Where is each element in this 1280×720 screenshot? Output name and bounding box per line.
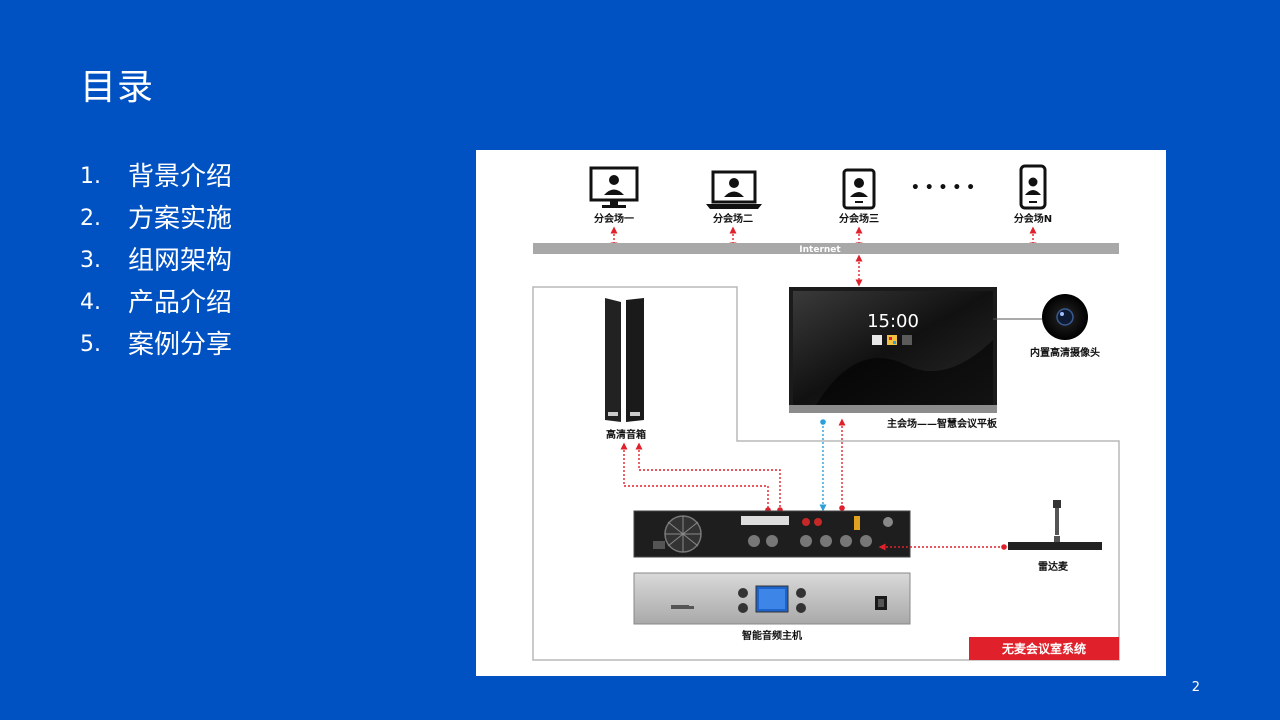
- system-badge-text: 无麦会议室系统: [1001, 641, 1086, 656]
- venue-ellipsis: • • • • •: [911, 180, 975, 196]
- room-outline: [532, 286, 1120, 661]
- toc-item-number: 2.: [80, 206, 101, 231]
- main-venue-label: 主会场——智慧会议平板: [887, 417, 998, 430]
- toc-item-number: 4.: [80, 290, 101, 315]
- internet-label: Internet: [799, 245, 841, 255]
- venue-tablet-icon: [842, 168, 876, 210]
- table-of-contents: 1. 背景介绍 2. 方案实施 3. 组网架构 4. 产品介绍 5. 案例分享: [80, 156, 232, 366]
- toc-item[interactable]: 1. 背景介绍: [80, 156, 232, 198]
- slide-title: 目录: [80, 67, 155, 108]
- toc-item-number: 1.: [80, 164, 101, 189]
- system-diagram: 分会场一 分会场二 分会场三 • • • • • 分会场N: [476, 150, 1166, 676]
- radar-mic-icon: [1008, 500, 1102, 550]
- toc-item-label: 背景介绍: [128, 162, 233, 192]
- page-number: 2: [1191, 680, 1200, 695]
- host-label: 智能音频主机: [742, 629, 802, 642]
- toc-item-label: 产品介绍: [128, 288, 233, 318]
- toc-item[interactable]: 3. 组网架构: [80, 240, 232, 282]
- speaker-icon: [605, 298, 644, 422]
- toc-item[interactable]: 5. 案例分享: [80, 324, 232, 366]
- internet-bar: [533, 243, 1119, 254]
- toc-item[interactable]: 4. 产品介绍: [80, 282, 232, 324]
- smart-conference-panel: 15:00: [789, 287, 997, 413]
- venue-label: 分会场一: [594, 212, 634, 225]
- toc-item-label: 方案实施: [128, 204, 233, 234]
- mic-label: 雷达麦: [1038, 560, 1069, 573]
- system-badge: [969, 637, 1119, 660]
- audio-host-unit: [633, 572, 911, 625]
- venue-label: 分会场N: [1014, 212, 1052, 225]
- venue-label: 分会场二: [713, 212, 753, 225]
- panel-clock: 15:00: [867, 311, 919, 332]
- toc-item-number: 5.: [80, 332, 101, 357]
- speaker-link: [635, 442, 783, 513]
- toc-item-number: 3.: [80, 248, 101, 273]
- toc-item-label: 案例分享: [128, 330, 233, 360]
- venue-phone-icon: [1019, 164, 1047, 210]
- venue-laptop-icon: [706, 170, 762, 209]
- speaker-link: [620, 442, 771, 513]
- speaker-label: 高清音箱: [606, 428, 646, 441]
- toc-item-label: 组网架构: [128, 246, 233, 276]
- venue-label: 分会场三: [839, 212, 879, 225]
- toc-item[interactable]: 2. 方案实施: [80, 198, 232, 240]
- camera-label: 内置高清摄像头: [1030, 346, 1100, 359]
- venue-monitor-icon: [589, 166, 639, 208]
- amplifier-unit: [633, 510, 911, 558]
- camera-icon: [1042, 294, 1088, 340]
